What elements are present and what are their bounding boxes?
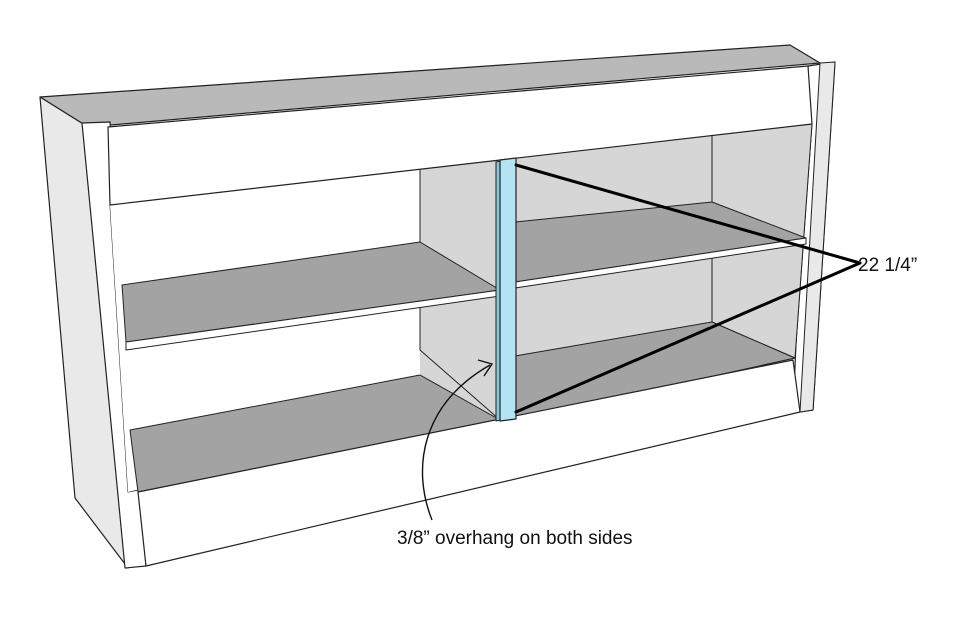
dimension-leader-bottom: [514, 261, 862, 414]
overhang-note: 3/8” overhang on both sides: [397, 528, 633, 549]
dimension-label: 22 1/4”: [858, 255, 918, 276]
right-side-sliver: [799, 61, 836, 413]
bottom-kick-panel: [137, 359, 801, 567]
arrowhead-icon: [477, 359, 494, 377]
center-divider-highlighted: [499, 157, 517, 422]
dimension-leader-top: [514, 163, 862, 265]
top-apron: [107, 65, 813, 206]
curved-pointer-arrow: [421, 364, 491, 521]
